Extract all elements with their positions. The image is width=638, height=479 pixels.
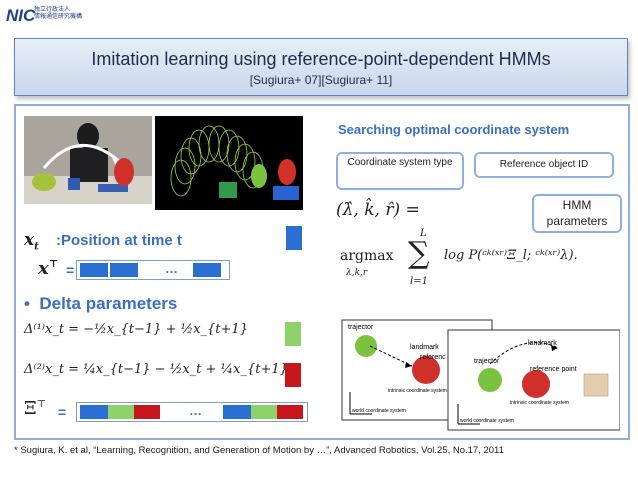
slide-citation: [Sugiura+ 07][Sugiura+ 11] bbox=[249, 73, 393, 87]
front-intrinsic-label: intrinsic coordinate system bbox=[510, 400, 569, 406]
log-likelihood-term: log P(ᶜᵏ⁽ˣʳ⁾Ξ_l; ᶜᵏ⁽ˣʳ⁾λ). bbox=[444, 248, 578, 263]
xt-symbol: xt bbox=[24, 230, 39, 252]
x-vector-cell-2 bbox=[110, 263, 138, 277]
delta2-swatch-red bbox=[285, 363, 301, 387]
argmax-word: argmax bbox=[340, 248, 394, 264]
xi-cell-1 bbox=[80, 405, 108, 419]
back-trajector-label: trajector bbox=[348, 324, 374, 331]
section-title: Searching optimal coordinate system bbox=[338, 122, 570, 137]
front-reference-label: reference point bbox=[530, 366, 577, 373]
x-equals: = bbox=[66, 262, 75, 278]
x-vector-cell-n bbox=[193, 263, 221, 277]
sum-upper: L bbox=[420, 228, 427, 239]
logo-org-name: 独立行政法人 情報通信研究機構 bbox=[34, 6, 82, 20]
nict-logo: NICT bbox=[6, 4, 84, 26]
position-swatch-blue bbox=[286, 226, 302, 250]
xi-letter: Ξ bbox=[24, 398, 37, 419]
logo-line2: 情報通信研究機構 bbox=[34, 13, 83, 20]
xi-cell-2 bbox=[108, 405, 134, 419]
xi-cell-3 bbox=[134, 405, 160, 419]
xi-symbol: Ξ⊤ bbox=[24, 398, 47, 419]
reference-point-diagram: trajector landmark referenc intrinsic co… bbox=[340, 318, 621, 432]
xt-subscript: t bbox=[34, 241, 39, 253]
simulation-trajectory-image bbox=[155, 116, 303, 210]
reference-id-box: Reference object ID bbox=[474, 152, 614, 178]
delta1-swatch-green bbox=[285, 322, 301, 346]
footer-reference: * Sugiura, K. et al, “Learning, Recognit… bbox=[14, 445, 504, 456]
xi-cell-n2 bbox=[251, 405, 277, 419]
title-banner: Imitation learning using reference-point… bbox=[14, 38, 628, 96]
x-vector-ellipsis: … bbox=[165, 261, 178, 276]
argmax-lhs: (λ̂, k̂, r̂) = bbox=[336, 200, 420, 220]
hmm-parameters-box: HMM parameters bbox=[532, 194, 622, 233]
front-world-label: world coordinate system bbox=[460, 418, 514, 424]
xi-equals: = bbox=[58, 404, 67, 420]
xi-vector: … bbox=[76, 402, 308, 422]
argmax-subscript: λ,k,r bbox=[346, 268, 368, 278]
position-label: :Position at time t bbox=[56, 232, 182, 249]
delta-heading: • Delta parameters bbox=[24, 294, 177, 314]
back-reference-label: referenc bbox=[420, 354, 446, 361]
slide-title: Imitation learning using reference-point… bbox=[91, 49, 551, 69]
back-intrinsic-label: intrinsic coordinate system bbox=[388, 388, 447, 394]
front-trajector-label: trajector bbox=[474, 358, 500, 365]
x-transpose-symbol: x⊤ bbox=[38, 258, 59, 279]
back-world-label: world coordinate system bbox=[352, 408, 406, 414]
xt-letter: x bbox=[24, 230, 35, 250]
x-vector-cell-1 bbox=[80, 263, 108, 277]
logo-brand: NICT bbox=[6, 6, 36, 25]
back-landmark-label: landmark bbox=[410, 344, 439, 351]
sum-lower: l=1 bbox=[410, 276, 428, 287]
x-vector: … bbox=[76, 260, 230, 280]
delta-label: Delta parameters bbox=[39, 294, 178, 313]
delta2-formula: Δ⁽²⁾x_t = ¼x_{t−1} − ½x_t + ¼x_{t+1} bbox=[24, 362, 288, 377]
front-landmark-label: landmark bbox=[528, 340, 557, 347]
demonstration-photo bbox=[24, 116, 152, 204]
x-transpose-letter: x bbox=[38, 258, 49, 279]
delta-bullet: • bbox=[24, 294, 30, 313]
delta1-formula: Δ⁽¹⁾x_t = −½x_{t−1} + ½x_{t+1} bbox=[24, 322, 248, 337]
xi-ellipsis: … bbox=[189, 403, 202, 418]
xi-cell-n1 bbox=[223, 405, 251, 419]
logo-line1: 独立行政法人 bbox=[34, 6, 71, 13]
xi-cell-n3 bbox=[277, 405, 303, 419]
sum-sign: ∑ bbox=[408, 236, 430, 271]
coord-type-box: Coordinate system type bbox=[336, 152, 464, 190]
